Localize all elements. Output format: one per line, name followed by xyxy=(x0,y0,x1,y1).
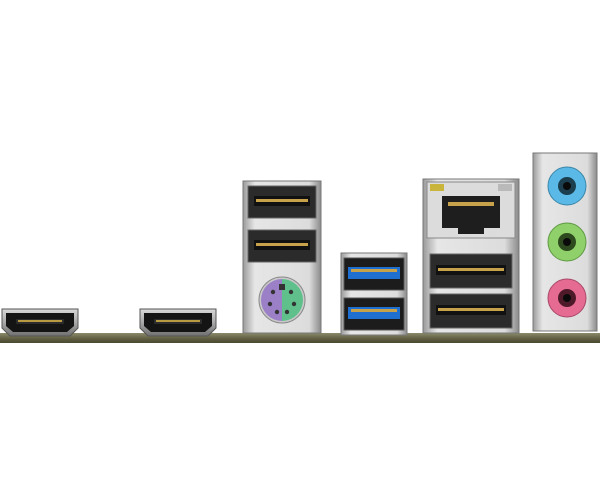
usb-ps2-stack xyxy=(242,180,322,336)
usb-a-port-icon xyxy=(247,185,317,219)
rj45-port-icon xyxy=(426,181,516,239)
usb3-port-icon xyxy=(343,297,405,331)
usb3-stack-art xyxy=(340,252,408,336)
lan-usb-stack xyxy=(422,178,520,336)
audio-stack-art xyxy=(532,152,598,332)
hdmi-port-1 xyxy=(0,306,80,338)
audio-jack-icon xyxy=(547,166,587,206)
hdmi-port-2 xyxy=(138,306,218,338)
pcb-edge xyxy=(0,333,600,343)
usb-a-port-icon xyxy=(247,229,317,263)
hdmi-port-icon xyxy=(1,308,79,337)
usb-a-port-icon xyxy=(429,253,513,289)
usb-ps2-stack-art xyxy=(242,180,322,334)
hdmi-port-icon xyxy=(139,308,217,337)
audio-stack xyxy=(532,152,598,334)
usb3-stack xyxy=(340,252,408,338)
usb-a-port-icon xyxy=(429,293,513,329)
lan-usb-stack-art xyxy=(422,178,520,334)
usb3-port-icon xyxy=(343,257,405,291)
ps2-port-icon xyxy=(258,276,306,324)
audio-jack-icon xyxy=(547,222,587,262)
audio-jack-icon xyxy=(547,278,587,318)
